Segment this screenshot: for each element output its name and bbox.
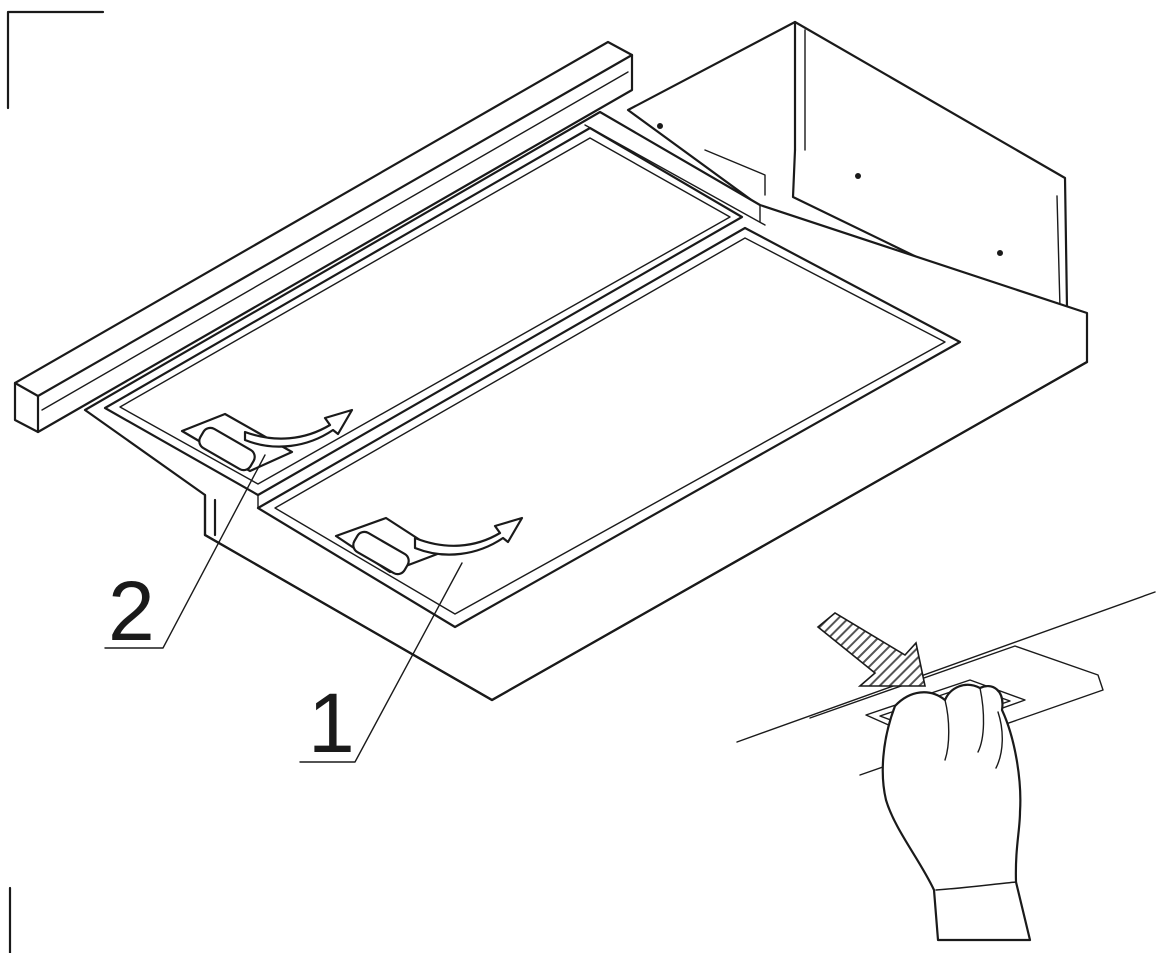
front-sliding-panel (13, 40, 634, 434)
crop-mark-icon (6, 10, 105, 110)
callout-label-1: 1 (308, 676, 355, 770)
hand-icon (881, 683, 1032, 942)
rotate-arrow-filter-1-icon (413, 516, 524, 556)
hood-underside (83, 110, 1089, 702)
callout-1-leader (299, 562, 463, 763)
rotate-arrow-icon (243, 408, 354, 448)
filter-1 (256, 226, 962, 629)
callout-2-leader (104, 454, 266, 649)
filter-1-handle (334, 516, 442, 576)
push-arrow-icon (816, 612, 926, 687)
hood-housing (626, 20, 1069, 332)
callout-label-2: 2 (108, 564, 155, 658)
detail-inset (736, 591, 1156, 942)
